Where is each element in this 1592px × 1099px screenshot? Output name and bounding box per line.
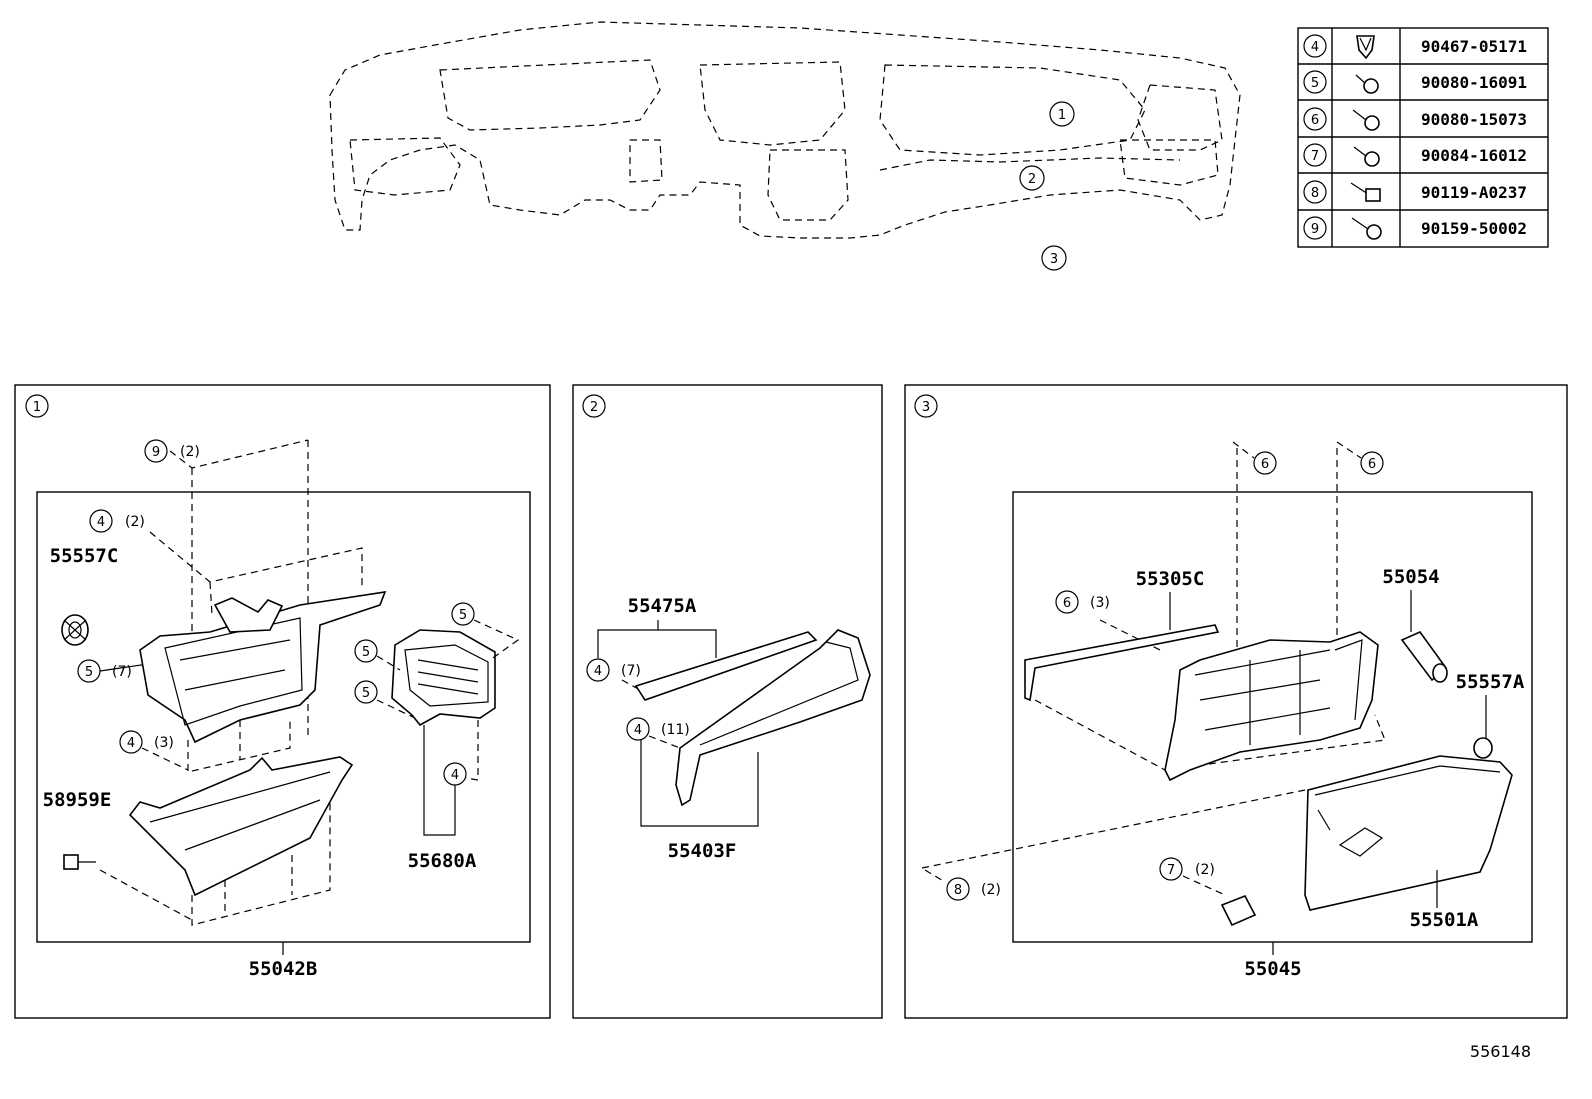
part-number-55475A: 55475A: [628, 595, 697, 617]
ref-quantity: (11): [661, 722, 690, 738]
detail-panel-3: 3 55045 6 6 55305C 6 (3) 55054: [904, 384, 1568, 1019]
ref-number: 4: [451, 768, 459, 783]
air-vent-part: [391, 629, 496, 727]
ref-quantity: (3): [1090, 595, 1110, 611]
part-number-55403F: 55403F: [668, 840, 737, 862]
detail-panel-1: 1 55042B 9 (2) 4 (2) 55557C 5 (7): [14, 384, 551, 1019]
callout-circle-2: [1019, 165, 1045, 191]
glove-box-door-part: [1304, 755, 1513, 911]
table-ref: 8: [1311, 186, 1319, 201]
ref-number: 4: [97, 515, 105, 530]
figure-id: 556148: [1470, 1042, 1531, 1061]
ref-number: 5: [362, 686, 370, 701]
ref-quantity: (7): [621, 663, 641, 679]
callout-circle-3: [1041, 245, 1067, 271]
ref-number: 5: [85, 665, 93, 680]
lower-cover-part: [128, 756, 354, 926]
screw-icon: [1355, 74, 1379, 94]
table-part-number: 90159-50002: [1421, 219, 1527, 238]
glove-box-housing-part: [1164, 631, 1379, 782]
assembly-part-number: 55042B: [249, 958, 318, 980]
ref-number: 4: [634, 723, 642, 738]
table-ref: 6: [1311, 113, 1319, 128]
table-ref: 5: [1311, 76, 1319, 91]
bolt-icon: [1350, 182, 1381, 202]
callout-circle-1: [1049, 101, 1075, 127]
table-row: 8 90119-A0237: [1303, 180, 1527, 204]
detail-panel-2: 2 55475A 4 (7) 4 (11) 55403F: [572, 384, 883, 1019]
panel-index: 1: [33, 400, 41, 415]
table-row: 4 90467-05171: [1303, 34, 1527, 60]
ref-number: 5: [459, 608, 467, 623]
ref-number: 5: [362, 645, 370, 660]
ref-quantity: (2): [981, 882, 1001, 898]
screw-icon: [1352, 109, 1380, 131]
screw-icon: [1353, 146, 1380, 167]
overview-callout-2: 2: [1028, 172, 1036, 187]
part-number-55054: 55054: [1382, 566, 1439, 588]
ref-number: 9: [152, 445, 160, 460]
panel-index: 3: [922, 400, 930, 415]
ref-number: 4: [127, 736, 135, 751]
fastener-table: 4 90467-05171 5 90080-16091 6 90080-1507: [1297, 27, 1549, 248]
lower-panel-frame-part: [139, 591, 387, 773]
stopper-part: [1473, 737, 1493, 759]
ref-quantity: (2): [180, 444, 200, 460]
table-part-number: 90080-15073: [1421, 110, 1527, 129]
table-row: 6 90080-15073: [1303, 107, 1527, 131]
table-row: 5 90080-16091: [1303, 70, 1527, 94]
ref-number: 4: [594, 664, 602, 679]
part-number-55680A: 55680A: [408, 850, 477, 872]
scuff-plate-part: [634, 631, 818, 701]
table-part-number: 90467-05171: [1421, 37, 1527, 56]
table-part-number: 90080-16091: [1421, 73, 1527, 92]
part-number-55501A: 55501A: [1410, 909, 1479, 931]
door-opening-trim-part: [675, 629, 871, 807]
part-number-55557A: 55557A: [1456, 671, 1525, 693]
screw-icon: [1351, 217, 1382, 240]
panel-index: 2: [590, 400, 598, 415]
table-row: 7 90084-16012: [1303, 143, 1527, 167]
ref-quantity: (2): [125, 514, 145, 530]
glove-box-bracket-part: [1024, 624, 1220, 702]
ref-number: 8: [954, 883, 962, 898]
table-row: 9 90159-50002: [1303, 216, 1527, 240]
hinge-clip-part: [1220, 894, 1257, 927]
part-number-58959E: 58959E: [43, 789, 112, 811]
overview-callout-3: 3: [1050, 252, 1058, 267]
instrument-panel-overview: 1 2 3: [329, 21, 1241, 271]
table-ref: 4: [1311, 40, 1319, 55]
table-ref: 9: [1311, 222, 1319, 237]
bolt-part-icon: [63, 854, 96, 870]
ref-quantity: (2): [1195, 862, 1215, 878]
ref-number: 6: [1063, 596, 1071, 611]
part-number-55305C: 55305C: [1136, 568, 1205, 590]
damper-part: [1400, 631, 1448, 683]
part-number-55557C: 55557C: [50, 545, 119, 567]
ref-quantity: (3): [154, 735, 174, 751]
ref-number: 6: [1368, 457, 1376, 472]
clip-icon: [1356, 35, 1375, 60]
table-ref: 7: [1311, 149, 1319, 164]
knob-part-icon: [61, 614, 89, 646]
ref-number: 6: [1261, 457, 1269, 472]
overview-callout-1: 1: [1058, 108, 1066, 123]
table-part-number: 90084-16012: [1421, 146, 1527, 165]
table-part-number: 90119-A0237: [1421, 183, 1527, 202]
ref-number: 7: [1167, 863, 1175, 878]
assembly-part-number: 55045: [1244, 958, 1301, 980]
